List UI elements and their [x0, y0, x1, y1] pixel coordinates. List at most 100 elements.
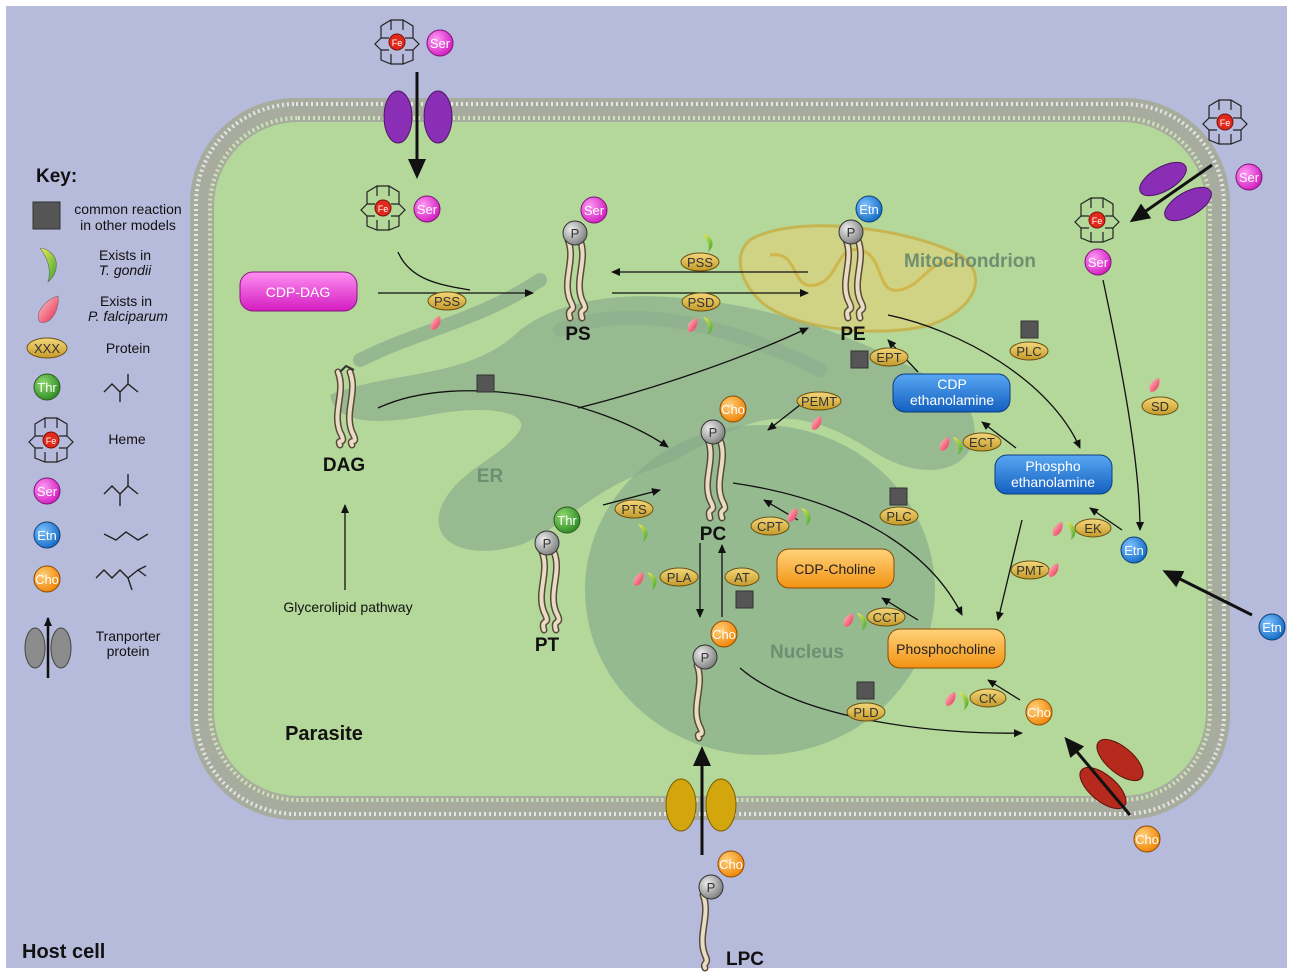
common-reaction-square-at: [735, 590, 754, 609]
pe-to-phosphoethanolamine-arrow: [887, 314, 1081, 449]
tg-leaf-pss2: [703, 234, 713, 252]
etn-ball-host: Etn: [1258, 613, 1286, 641]
key-heme-label: Heme: [108, 431, 146, 447]
membrane-inner-heads: [208, 116, 1212, 802]
heme-top-host-fe: Fe: [392, 38, 403, 48]
pf-petal-pemt: [811, 416, 822, 430]
enzyme-cpt: CPT: [750, 516, 790, 536]
dag-to-pe-arrow: [577, 327, 809, 409]
cdp-choline-label: CDP-Choline: [794, 561, 876, 577]
key-legend: Key: common reaction in other models Exi…: [24, 166, 182, 678]
heme-right-host-fe: Fe: [1220, 118, 1231, 128]
psd-label: PSD: [688, 295, 715, 310]
pf-petal-cct: [843, 613, 854, 627]
lipid-pe: P Etn PE: [838, 195, 883, 345]
pt-thr-label: Thr: [557, 513, 577, 528]
etn-key-label: Etn: [37, 528, 57, 543]
heme-right-host: Fe: [1202, 99, 1248, 145]
plc-1-label: PLC: [1016, 344, 1041, 359]
key-protein-label: Protein: [106, 340, 150, 356]
ser-right-parasite-label: Ser: [1088, 255, 1109, 270]
key-pfalciparum-line2: P. falciparum: [88, 308, 168, 324]
pemt-label: PEMT: [801, 394, 837, 409]
ect-label: ECT: [969, 435, 995, 450]
cdp-etn-line1: CDP: [937, 376, 967, 392]
enzyme-pts: PTS: [614, 499, 654, 519]
ser-to-etn-arrow: [1102, 279, 1144, 531]
cho-host-label: Cho: [1135, 832, 1159, 847]
cdp-ethanolamine-box: CDP ethanolamine: [892, 373, 1011, 413]
pt-to-pc-arrow: [602, 488, 661, 506]
common-reaction-square-ept: [850, 350, 869, 369]
enzyme-pld: PLD: [846, 702, 886, 722]
nucleus-organelle: [585, 425, 935, 755]
phosphocholine-box: Phosphocholine: [887, 628, 1006, 669]
ser-key-label: Ser: [37, 484, 58, 499]
pt-label: PT: [535, 635, 560, 656]
lpc-label: LPC: [726, 949, 764, 970]
cho-key-label: Cho: [35, 572, 59, 587]
parasite-label: Parasite: [285, 723, 363, 745]
etn-to-phosphoetn-arrow: [1089, 507, 1123, 531]
cpt-label: CPT: [757, 519, 783, 534]
lipid-pt: P Thr PT: [534, 506, 581, 656]
heme-top-parasite: Fe: [360, 185, 406, 231]
pla-label: PLA: [667, 570, 692, 585]
cdp-dag-box: CDP-DAG: [239, 271, 358, 312]
ser-right-host-label: Ser: [1239, 170, 1260, 185]
dag-label: DAG: [323, 455, 365, 476]
pf-petal-pla: [633, 572, 644, 586]
ser-ball-right-host: Ser: [1235, 163, 1263, 191]
ser-ball-right-parasite: Ser: [1084, 248, 1112, 276]
etn-parasite-label: Etn: [1124, 543, 1144, 558]
mitochondrion-label: Mitochondrion: [904, 251, 1036, 272]
heme-key-icon: Fe: [28, 417, 74, 463]
key-common-line1: common reaction: [74, 201, 181, 217]
phosphocho-to-cdpcho-arrow: [881, 597, 919, 621]
heme-top-host: Fe: [374, 19, 420, 65]
enzyme-psd: PSD: [681, 292, 721, 312]
choline-structure-icon: [95, 565, 147, 591]
pc-p-label: P: [709, 425, 718, 440]
ser-top-parasite-label: Ser: [417, 202, 438, 217]
heme-key-fe-label: Fe: [46, 436, 57, 446]
lipid-lpc-host: P Cho LPC: [698, 850, 764, 972]
ek-label: EK: [1084, 521, 1102, 536]
transporter-key-right-icon: [50, 627, 72, 669]
enzyme-cct: CCT: [866, 607, 906, 627]
enzyme-pss-2: PSS: [680, 252, 720, 272]
enzyme-pmt: PMT: [1010, 560, 1050, 580]
protein-ellipse-icon: [26, 337, 68, 359]
tg-leaf-ect: [953, 437, 963, 455]
ser-heme-transporter-right: [1139, 161, 1212, 222]
ser-to-pss-arrow: [397, 251, 471, 291]
key-pfalciparum-line1: Exists in: [100, 293, 152, 309]
tg-leaf-ek: [1066, 522, 1076, 540]
pss-1-label: PSS: [434, 294, 460, 309]
lpc-inside-cho-label: Cho: [712, 627, 736, 642]
phosphoetn-to-phosphocho-arrow: [995, 519, 1023, 621]
enzyme-at: AT: [724, 567, 760, 587]
pf-petal-cpt: [787, 508, 798, 522]
pf-petal-ek: [1052, 522, 1063, 536]
pmt-label: PMT: [1016, 563, 1044, 578]
thr-key-ball-icon: [33, 373, 61, 401]
ser-key-ball-icon: [33, 477, 61, 505]
lpc-transporter-bottom: [665, 778, 737, 832]
etn-key-ball-icon: [33, 521, 61, 549]
ser-import-arrow-right: [1129, 163, 1213, 223]
cct-label: CCT: [873, 610, 900, 625]
pc-to-phosphocho-arrow: [732, 482, 963, 616]
tg-leaf-pla: [647, 572, 657, 590]
pf-petal-psd: [687, 318, 698, 332]
cho-import-arrow: [1064, 736, 1132, 816]
etn-ball-parasite: Etn: [1120, 536, 1148, 564]
enzyme-plc-1: PLC: [1009, 341, 1049, 361]
species-markers: [430, 234, 1160, 710]
ser-heme-transporter-top: [383, 90, 453, 144]
enzyme-ept: EPT: [869, 347, 909, 367]
p-falciparum-petal-icon: [38, 295, 59, 323]
ept-label: EPT: [876, 350, 901, 365]
pf-petal-ck: [945, 692, 956, 706]
